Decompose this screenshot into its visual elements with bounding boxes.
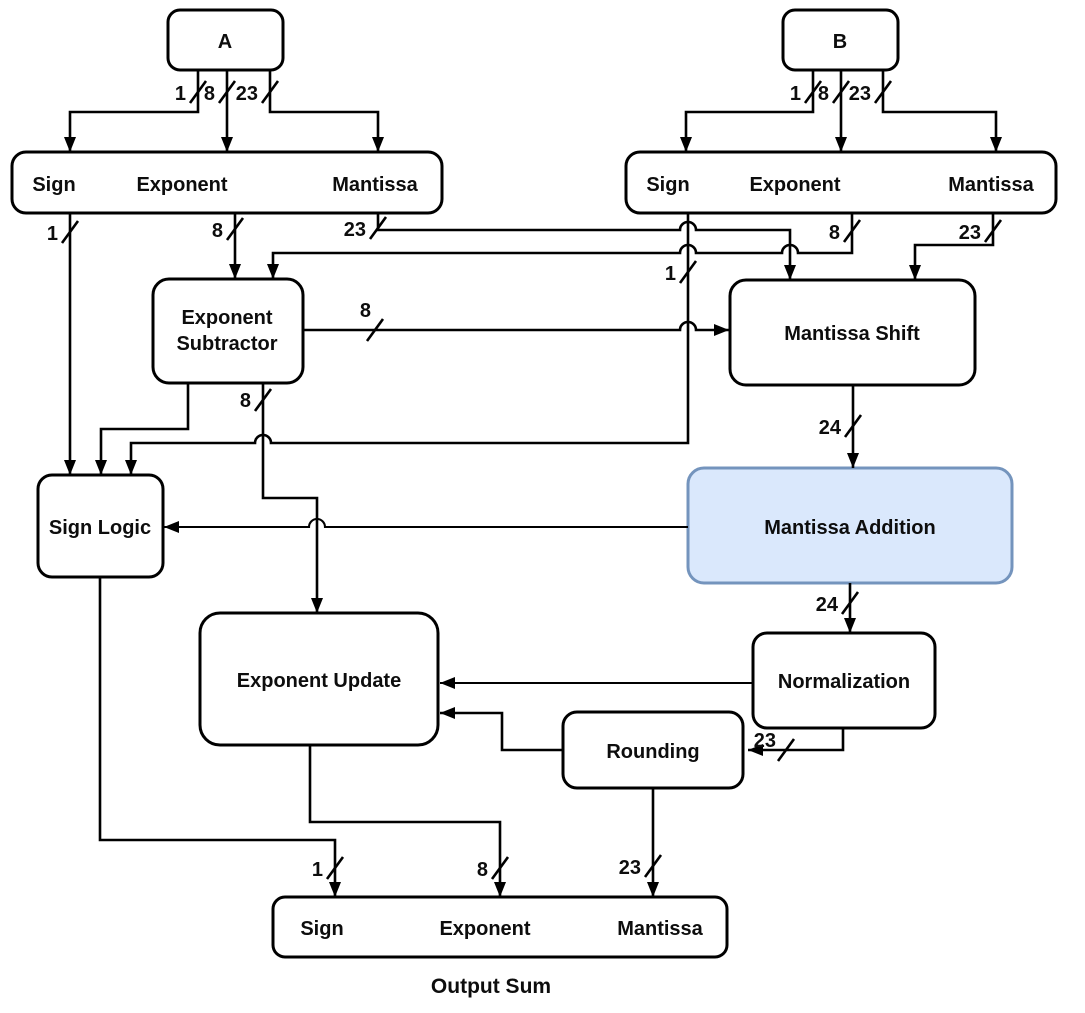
bus-slash	[983, 219, 1003, 243]
bus-width-label: 24	[816, 594, 839, 616]
label-a-mantissa: Mantissa	[332, 174, 418, 196]
bus-width-label: 1	[665, 263, 676, 285]
bus-slash	[217, 80, 237, 104]
wire-rounding-to-exponent-update	[440, 707, 563, 752]
bus-slash	[803, 80, 823, 104]
label-b-mantissa: Mantissa	[948, 174, 1034, 196]
label-a-sign: Sign	[32, 174, 75, 196]
bus-width-label: 1	[47, 223, 58, 245]
bus-slashes	[60, 80, 1003, 880]
wire-addition-to-sign-logic	[164, 518, 688, 533]
wire-exponent-update-to-output	[308, 745, 506, 897]
bus-slash	[678, 260, 698, 284]
label-exponent-subtractor-line1: Exponent	[181, 307, 272, 329]
label-exponent-update: Exponent Update	[237, 670, 401, 692]
node-exponent-subtractor	[151, 277, 305, 385]
bus-width-label: 1	[312, 859, 323, 881]
bus-width-label: 8	[818, 83, 829, 105]
bus-slash	[776, 738, 796, 762]
bus-slash	[260, 80, 280, 104]
bus-slash	[831, 80, 851, 104]
bus-slash	[60, 220, 80, 244]
label-output-sign: Sign	[300, 918, 343, 940]
label-b-sign: Sign	[646, 174, 689, 196]
bus-slash	[842, 219, 862, 243]
label-input-a: A	[218, 31, 232, 53]
bus-slash	[873, 80, 893, 104]
bus-width-label: 1	[175, 83, 186, 105]
bus-slash	[365, 318, 385, 342]
wire-b-mantissa-to-shift	[909, 213, 995, 280]
label-sign-logic: Sign Logic	[49, 517, 151, 539]
label-output-exponent: Exponent	[439, 918, 530, 940]
node-exponent-update	[198, 611, 440, 747]
bus-slash	[490, 856, 510, 880]
bus-width-label: 8	[240, 390, 251, 412]
label-exponent-subtractor-line2: Subtractor	[176, 333, 277, 355]
bus-width-label: 8	[212, 220, 223, 242]
wire-a-mantissa-split	[268, 70, 384, 152]
wire-a-mantissa-to-shift	[376, 213, 796, 280]
label-mantissa-addition: Mantissa Addition	[764, 517, 935, 539]
wire-subtractor-to-exponent-update	[261, 383, 323, 613]
label-b-exponent: Exponent	[749, 174, 840, 196]
wire-b-exponent-to-subtractor	[267, 213, 854, 279]
nodes	[10, 8, 1058, 959]
bus-width-label: 24	[819, 417, 842, 439]
bus-slash	[253, 388, 273, 412]
bus-slash	[368, 216, 388, 240]
bus-width-label: 23	[344, 219, 366, 241]
bus-slash	[325, 856, 345, 880]
label-input-b: B	[833, 31, 847, 53]
bus-width-label: 23	[619, 857, 641, 879]
bus-slash	[188, 80, 208, 104]
bus-width-label: 8	[360, 300, 371, 322]
bus-slash	[843, 414, 863, 438]
bus-slash	[225, 217, 245, 241]
label-normalization: Normalization	[778, 671, 910, 693]
bus-width-label: 23	[959, 222, 981, 244]
label-output-mantissa: Mantissa	[617, 918, 703, 940]
node-labels: A B Sign Exponent Mantissa Sign Exponent…	[32, 31, 1034, 998]
bus-width-label: 8	[204, 83, 215, 105]
bus-width-label: 1	[790, 83, 801, 105]
node-input-a	[166, 8, 285, 72]
bus-width-label: 23	[754, 730, 776, 752]
label-a-exponent: Exponent	[136, 174, 227, 196]
wire-normalization-to-rounding	[748, 728, 845, 756]
bus-slash	[840, 591, 860, 615]
output-sum-caption: Output Sum	[431, 975, 551, 998]
bus-width-label: 23	[236, 83, 258, 105]
wire-subtractor-to-shift	[303, 320, 729, 336]
label-rounding: Rounding	[606, 741, 699, 763]
wires	[64, 70, 1002, 897]
bus-width-label: 8	[829, 222, 840, 244]
bus-width-label: 8	[477, 859, 488, 881]
bus-width-label: 23	[849, 83, 871, 105]
label-mantissa-shift: Mantissa Shift	[784, 323, 920, 345]
bus-slash	[643, 854, 663, 878]
wire-subtractor-to-sign-logic	[95, 383, 190, 475]
bus-width-labels: 1 8 23 1 8 23 1 8 23 1 8 23 8 8 24 24 23…	[47, 83, 981, 881]
wire-b-mantissa-split	[881, 70, 1002, 152]
